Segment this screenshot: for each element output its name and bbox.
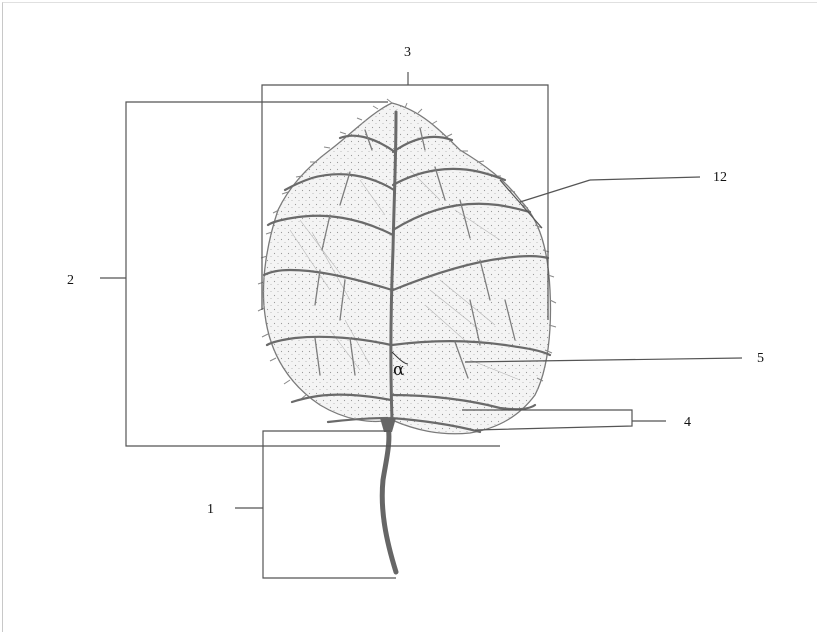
- petiole-base: [380, 418, 396, 432]
- bracket-petiole: [235, 431, 396, 578]
- label-secondary-vein: 5: [757, 351, 764, 366]
- label-blade-length: 2: [67, 273, 74, 288]
- label-basal-lobe: 4: [684, 415, 691, 430]
- label-angle: α: [393, 360, 405, 380]
- label-blade-width: 3: [404, 45, 411, 60]
- label-teeth: 12: [713, 170, 727, 185]
- leaf-blade: [263, 103, 550, 434]
- label-petiole: 1: [207, 502, 214, 517]
- petiole: [382, 420, 396, 572]
